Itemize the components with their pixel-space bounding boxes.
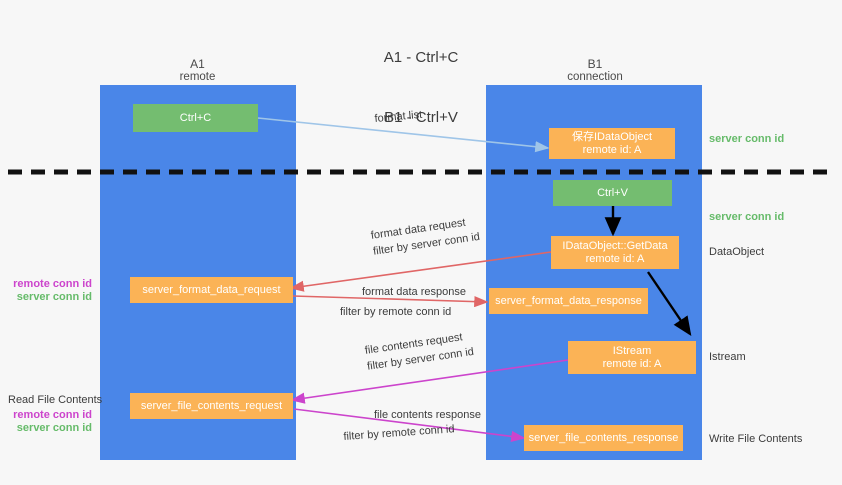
box-server-format-data-response-label: server_format_data_response	[495, 294, 642, 307]
left-server-conn-id-1: server conn id	[16, 291, 92, 303]
left-server-conn-id-2: server conn id	[16, 422, 92, 434]
edge-filter-remote-conn-2: filter by remote conn id	[343, 420, 482, 444]
box-idataobject-save-line2: remote id: A	[582, 143, 642, 156]
box-ctrl-c-label: Ctrl+C	[179, 111, 212, 124]
title-line-1: A1 - Ctrl+C	[383, 49, 459, 66]
left-label-read-file-contents: Read File Contents	[8, 394, 103, 406]
box-server-format-data-response[interactable]: server_format_data_response	[489, 288, 648, 314]
left-remote-conn-id-1: remote conn id	[13, 278, 92, 290]
filter-by-text-1: filter by	[372, 240, 410, 258]
edge-label-file-contents-response-group: file contents response filter by remote …	[343, 408, 482, 444]
right-label-server-conn-id-mid: server conn id	[709, 211, 785, 223]
lane-header-a1: A1 remote	[105, 58, 290, 84]
box-server-file-contents-request-label: server_file_contents_request	[140, 399, 283, 412]
right-label-dataobject: DataObject	[709, 246, 765, 258]
box-server-file-contents-response-label: server_file_contents_response	[528, 431, 679, 444]
filter-by-text-4: filter by	[343, 428, 380, 443]
left-label-conn-pair-1: remote conn id server conn id	[0, 278, 92, 304]
box-idataobject-getdata-line1: IDataObject::GetData	[562, 239, 668, 252]
box-istream[interactable]: IStream remote id: A	[568, 341, 696, 374]
lane-b1-sub: connection	[567, 71, 623, 83]
box-idataobject-getdata[interactable]: IDataObject::GetData remote id: A	[551, 236, 679, 269]
box-server-file-contents-response[interactable]: server_file_contents_response	[524, 425, 683, 451]
left-remote-conn-id-2: remote conn id	[13, 409, 92, 421]
box-ctrl-v-label: Ctrl+V	[597, 186, 628, 199]
box-idataobject-save[interactable]: 保存IDataObject remote id: A	[549, 128, 675, 159]
edge-label-file-contents-request-group: file contents request filter by server c…	[364, 329, 475, 374]
filter-by-text-3: filter by	[366, 355, 404, 373]
edge-label-file-contents-response: file contents response	[374, 409, 482, 421]
right-label-istream: Istream	[709, 351, 746, 363]
lane-header-b1: B1 connection	[490, 58, 700, 84]
right-label-server-conn-id-top: server conn id	[709, 133, 785, 145]
box-istream-line2: remote id: A	[602, 357, 662, 370]
box-ctrl-v[interactable]: Ctrl+V	[553, 180, 672, 206]
edge-filter-remote-conn-1: filter by remote conn id	[340, 305, 466, 319]
lane-b1-name: B1	[587, 57, 603, 71]
box-server-format-data-request[interactable]: server_format_data_request	[130, 277, 293, 303]
edge-label-format-data-response-group: format data response filter by remote co…	[340, 285, 466, 319]
edge-label-format-data-request-group: format data request filter by server con…	[370, 214, 481, 259]
edge-label-format-data-response: format data response	[362, 286, 466, 298]
remote-conn-id-text-1: remote conn id	[378, 306, 452, 318]
box-idataobject-save-line1: 保存IDataObject	[571, 130, 653, 143]
box-idataobject-getdata-line2: remote id: A	[585, 252, 645, 265]
box-server-file-contents-request[interactable]: server_file_contents_request	[130, 393, 293, 419]
remote-conn-id-text-2: remote conn id	[381, 423, 455, 441]
filter-by-text-2: filter by	[340, 306, 376, 318]
lane-a1-sub: remote	[179, 71, 216, 83]
box-istream-line1: IStream	[612, 344, 652, 357]
left-label-conn-pair-2: remote conn id server conn id	[0, 409, 92, 435]
lane-a1-name: A1	[190, 57, 205, 71]
box-server-format-data-request-label: server_format_data_request	[142, 283, 281, 296]
right-label-write-file-contents: Write File Contents	[709, 433, 803, 445]
box-ctrl-c[interactable]: Ctrl+C	[133, 104, 258, 132]
